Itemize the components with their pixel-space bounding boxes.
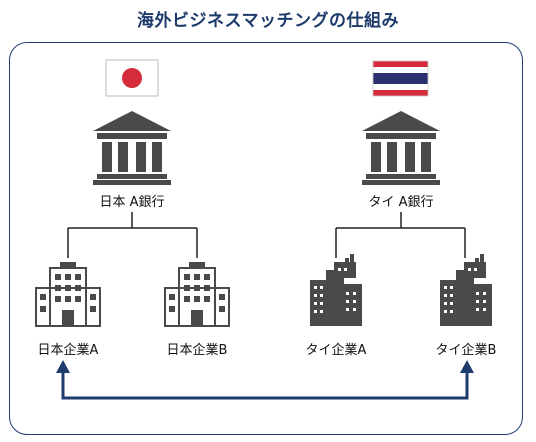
japan-bank-label: 日本 A銀行 (99, 195, 165, 210)
japan-company-a-label: 日本企業A (37, 343, 99, 358)
japan-flag-icon (105, 59, 159, 97)
diagram-frame (9, 42, 523, 435)
thai-company-b-label: タイ企業B (435, 343, 497, 358)
page-title: 海外ビジネスマッチングの仕組み (137, 11, 399, 31)
japan-bank-icon (93, 111, 171, 185)
thai-company-a-label: タイ企業A (305, 343, 367, 358)
japan-company-a-icon (35, 262, 101, 327)
thai-company-a-icon (310, 254, 362, 326)
thailand-flag-icon (372, 60, 429, 97)
arrow-head-left-icon (56, 360, 70, 373)
japan-company-b-label: 日本企業B (166, 343, 228, 358)
thai-company-b-icon (440, 254, 492, 326)
thai-bank-icon (362, 111, 440, 185)
matching-arrow (56, 360, 474, 400)
arrow-head-right-icon (460, 360, 474, 373)
connector-lines (67, 212, 466, 258)
japan-company-b-icon (164, 262, 230, 327)
thai-bank-label: タイ A銀行 (368, 195, 434, 210)
